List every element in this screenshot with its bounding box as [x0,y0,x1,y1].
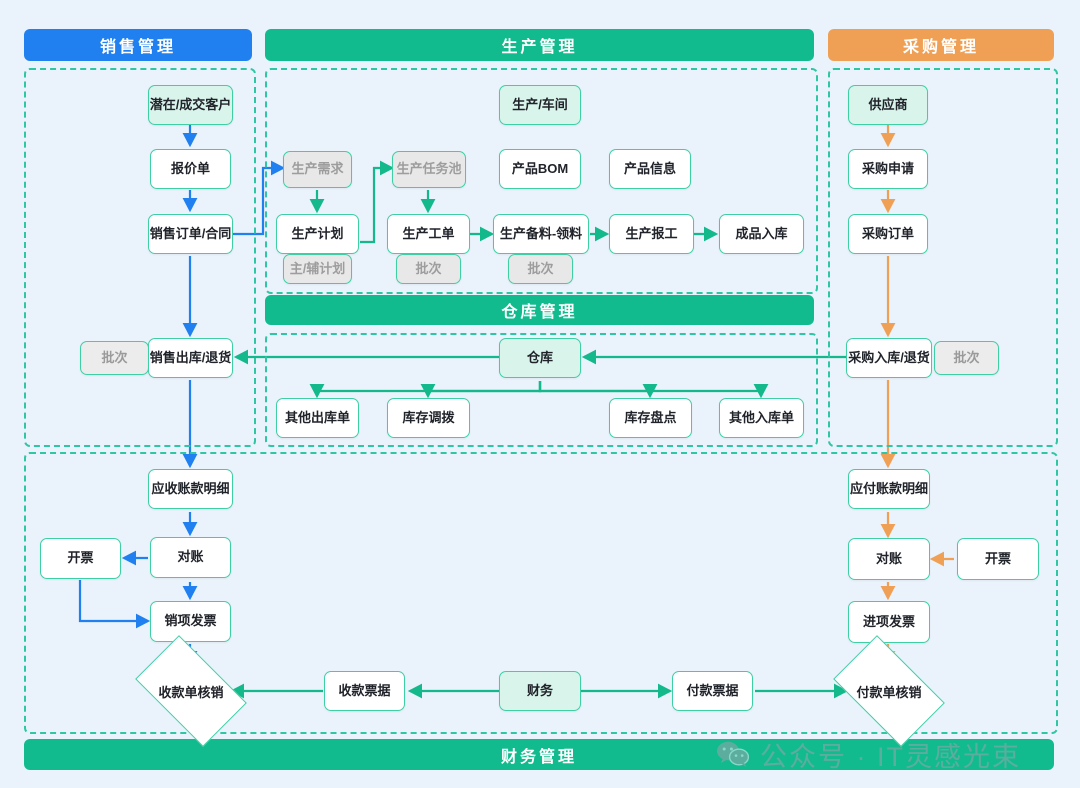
node-purchase-order[interactable]: 采购订单 [848,214,928,254]
band-warehouse: 仓库管理 [265,295,814,325]
tag-sales-batch: 批次 [80,341,149,375]
node-input-invoice[interactable]: 进项发票 [848,601,930,643]
node-other-inbound[interactable]: 其他入库单 [719,398,804,438]
node-production-demand[interactable]: 生产需求 [283,151,352,188]
zone-purchase [828,68,1058,447]
node-ap-detail[interactable]: 应付账款明细 [848,469,930,509]
node-sales-outbound[interactable]: 销售出库/退货 [148,338,233,378]
band-production: 生产管理 [265,29,814,61]
node-purchase-inbound[interactable]: 采购入库/退货 [846,338,932,378]
node-production-workshop[interactable]: 生产/车间 [499,85,581,125]
node-production-reporting[interactable]: 生产报工 [609,214,694,254]
node-production-task-pool[interactable]: 生产任务池 [392,151,466,188]
receipt-writeoff-label: 收款单核销 [158,684,224,700]
node-ar-invoice-issue[interactable]: 开票 [40,538,121,579]
band-finance: 财务管理 [24,739,1054,770]
node-inventory-stocktake[interactable]: 库存盘点 [609,398,692,438]
node-production-plan[interactable]: 生产计划 [276,214,359,254]
node-production-work-order[interactable]: 生产工单 [387,214,470,254]
zone-production [265,68,818,294]
zone-finance [24,452,1058,734]
node-payment-voucher[interactable]: 付款票据 [672,671,753,711]
node-potential-customer[interactable]: 潜在/成交客户 [148,85,233,125]
node-warehouse-hub[interactable]: 仓库 [499,338,581,378]
tag-picking-batch: 批次 [508,254,573,284]
node-ar-reconciliation[interactable]: 对账 [150,537,231,578]
node-inventory-transfer[interactable]: 库存调拨 [387,398,470,438]
band-purchase: 采购管理 [828,29,1054,61]
node-ar-detail[interactable]: 应收账款明细 [148,469,233,509]
zone-sales [24,68,256,447]
node-output-invoice[interactable]: 销项发票 [150,601,231,642]
node-supplier[interactable]: 供应商 [848,85,928,125]
node-production-picking[interactable]: 生产备料-领料 [493,214,589,254]
node-receipt-writeoff[interactable]: 收款单核销 [135,635,247,747]
node-purchase-requisition[interactable]: 采购申请 [848,149,928,189]
band-sales: 销售管理 [24,29,252,61]
node-sales-order[interactable]: 销售订单/合同 [148,214,233,254]
node-other-outbound[interactable]: 其他出库单 [276,398,359,438]
tag-purchase-batch: 批次 [934,341,999,375]
payment-writeoff-label: 付款单核销 [856,684,922,700]
node-ap-invoice-issue[interactable]: 开票 [957,538,1039,580]
node-payment-writeoff[interactable]: 付款单核销 [833,635,945,747]
node-product-info[interactable]: 产品信息 [609,149,691,189]
node-product-bom[interactable]: 产品BOM [499,149,581,189]
zone-warehouse [265,333,818,447]
tag-workorder-batch: 批次 [396,254,461,284]
tag-plan-type: 主/辅计划 [283,254,352,284]
node-receipt-voucher[interactable]: 收款票据 [324,671,405,711]
node-finance-hub[interactable]: 财务 [499,671,581,711]
node-quotation[interactable]: 报价单 [150,149,231,189]
node-ap-reconciliation[interactable]: 对账 [848,538,930,580]
node-finished-goods-inbound[interactable]: 成品入库 [719,214,804,254]
